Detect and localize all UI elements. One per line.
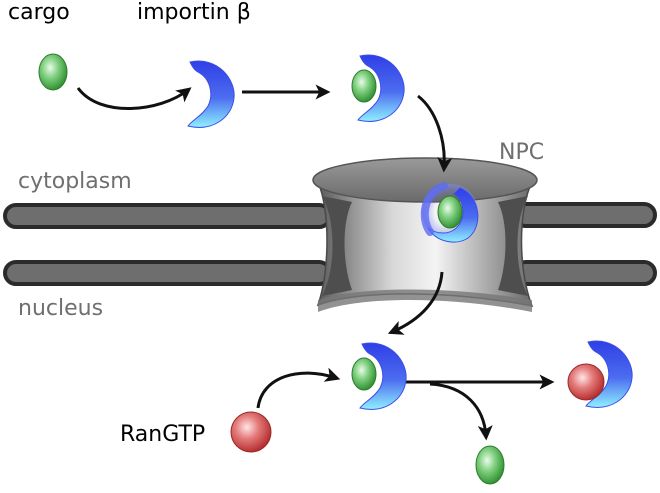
arrow-complex-to-pore xyxy=(417,94,453,173)
arrow-pore-to-nucleus xyxy=(387,271,444,335)
label-npc: NPC xyxy=(499,140,545,165)
membrane-upper-left xyxy=(3,203,332,229)
label-cargo: cargo xyxy=(8,0,70,25)
membrane-upper-right xyxy=(513,202,657,228)
importin-beta-molecule xyxy=(187,60,235,128)
label-importin-beta: importin β xyxy=(137,0,251,25)
arrow-cargo-release xyxy=(429,382,493,441)
npc-pore xyxy=(312,157,538,312)
membrane-lower-left xyxy=(3,260,332,286)
arrows xyxy=(76,84,555,441)
importin-cargo-complex xyxy=(351,54,405,122)
arrow-cargo-to-importin xyxy=(76,87,192,110)
complex-in-nucleus xyxy=(351,342,407,410)
label-nucleus: nucleus xyxy=(18,296,104,321)
released-cargo-molecule xyxy=(475,445,505,485)
rangtp-molecule xyxy=(230,411,272,453)
cargo-molecule xyxy=(38,53,68,91)
label-rangtp: RanGTP xyxy=(120,422,206,447)
label-cytoplasm: cytoplasm xyxy=(18,169,132,194)
importin-rangtp-complex xyxy=(567,340,633,408)
membrane-lower-right xyxy=(513,260,657,286)
arrow-rangtp-binding xyxy=(256,367,341,409)
complex-in-pore xyxy=(420,182,479,243)
